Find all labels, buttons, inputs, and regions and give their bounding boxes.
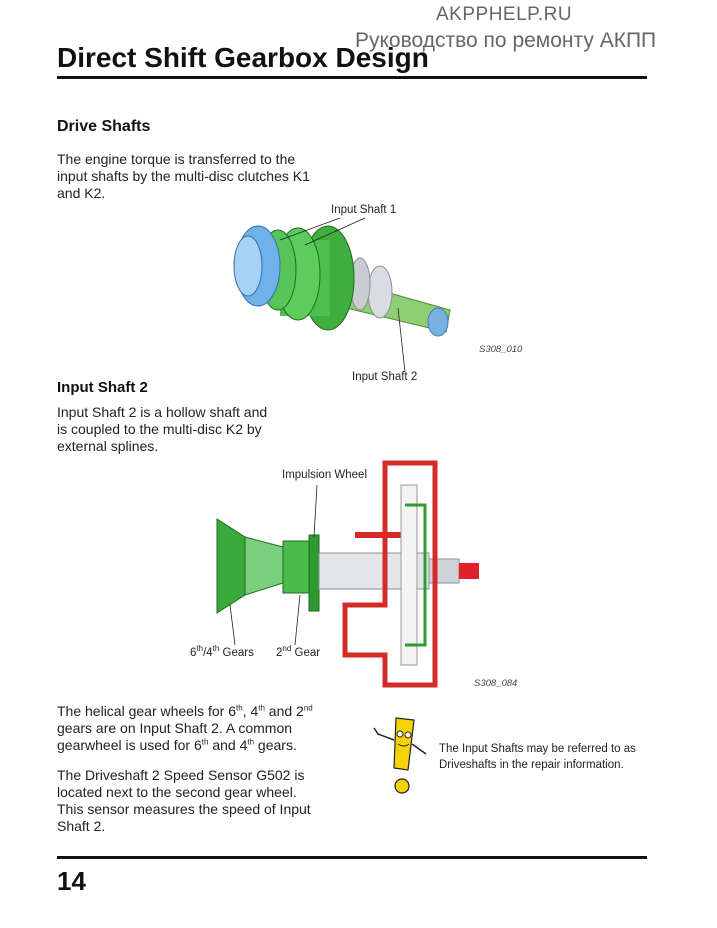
drive-shafts-heading: Drive Shafts	[57, 118, 151, 135]
exclamation-mascot-icon	[373, 717, 427, 794]
text-line: The engine torque is transferred to the	[57, 151, 296, 167]
text-line: The Driveshaft 2 Speed Sensor G502 is	[57, 767, 305, 783]
input-shafts-illustration	[233, 217, 451, 373]
watermark-subtitle: Руководство по ремонту АКПП	[355, 29, 657, 52]
text-line: Driveshafts in the repair information.	[439, 759, 624, 771]
footer-rule	[57, 856, 647, 859]
helical-gears-text: The helical gear wheels for 6th, 4th and…	[57, 703, 313, 754]
text-line: input shafts by the multi-disc clutches …	[57, 168, 310, 184]
label-impulsion-wheel: Impulsion Wheel	[282, 469, 368, 481]
text-line: and K2.	[57, 185, 106, 201]
drive-shafts-text: The engine torque is transferred to the …	[57, 151, 310, 202]
input-shaft-2-text: Input Shaft 2 is a hollow shaft and is c…	[57, 404, 267, 455]
text-line: external splines.	[57, 438, 159, 454]
input-shaft-2-heading: Input Shaft 2	[57, 379, 148, 396]
text-line: gearwheel is used for 6th and 4th gears.	[57, 737, 297, 753]
label-6th-4th-gears: 6th/4th Gears	[190, 644, 254, 659]
text-line: is coupled to the multi-disc K2 by	[57, 421, 262, 437]
page-number: 14	[57, 866, 86, 896]
label-input-shaft-2: Input Shaft 2	[352, 371, 418, 383]
label-2nd-gear: 2nd Gear	[276, 644, 321, 659]
text-line: The helical gear wheels for 6th, 4th and…	[57, 703, 313, 719]
text-line: This sensor measures the speed of Input	[57, 801, 311, 817]
text-line: Shaft 2.	[57, 818, 106, 834]
input-shaft-2-cross-section	[216, 460, 479, 688]
speed-sensor-text: The Driveshaft 2 Speed Sensor G502 is lo…	[57, 767, 311, 835]
text-line: Input Shaft 2 is a hollow shaft and	[57, 404, 268, 420]
text-line: located next to the second gear wheel.	[57, 784, 297, 800]
watermark-site: AKPPHELP.RU	[436, 4, 573, 25]
figure-ref-s308-084: S308_084	[474, 678, 518, 689]
title-rule	[57, 76, 647, 79]
page-title: Direct Shift Gearbox Design	[57, 42, 429, 73]
figure-ref-s308-010: S308_010	[479, 344, 523, 355]
label-input-shaft-1: Input Shaft 1	[331, 204, 397, 216]
text-line: The Input Shafts may be referred to as	[439, 743, 636, 755]
text-line: gears are on Input Shaft 2. A common	[57, 720, 293, 736]
note-text: The Input Shafts may be referred to as D…	[439, 741, 636, 773]
